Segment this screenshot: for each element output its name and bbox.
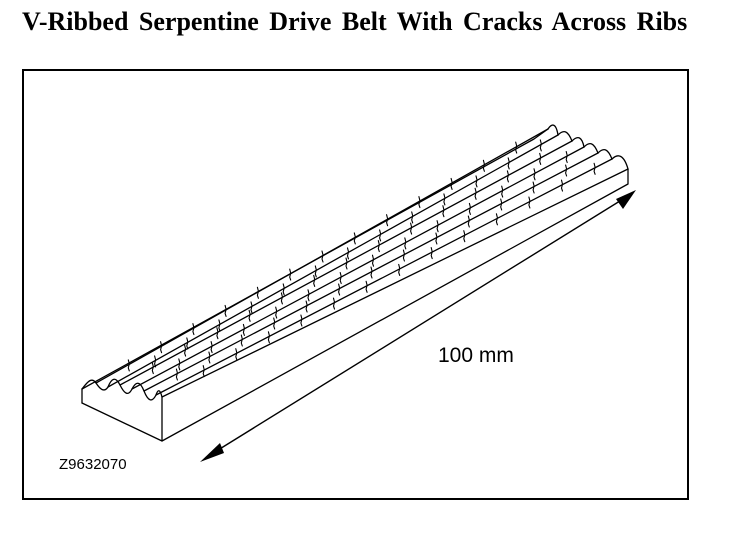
crack-mark (184, 344, 187, 357)
crack-mark (280, 292, 283, 305)
dimension-label: 100 mm (438, 344, 514, 367)
crack-mark (371, 254, 375, 267)
belt-illustration (81, 124, 636, 462)
crack-mark (539, 152, 542, 165)
dimension-arrowhead-left (200, 443, 224, 462)
crack-mark (450, 177, 453, 190)
crack-mark (313, 274, 316, 287)
crack-mark (175, 368, 178, 381)
crack-mark (208, 351, 211, 364)
crack-mark (305, 300, 308, 313)
crack-mark (436, 220, 439, 233)
crack-mark (338, 283, 341, 296)
crack-mark (507, 157, 510, 170)
crack-mark (379, 229, 382, 242)
crack-mark (532, 181, 535, 194)
crack-mark (404, 237, 407, 250)
figure-title: V-Ribbed Serpentine Drive Belt With Crac… (22, 7, 688, 36)
crack-mark (178, 358, 181, 371)
crack-mark (332, 297, 336, 310)
crack-mark (242, 323, 245, 336)
crack-mark (593, 162, 596, 175)
crack-mark (515, 141, 518, 154)
crack-mark (151, 362, 154, 375)
crack-mark (160, 341, 163, 354)
crack-mark (218, 319, 221, 332)
crack-mark (377, 240, 380, 253)
crack-mark (202, 365, 205, 378)
crack-mark (250, 301, 253, 314)
crack-mark (248, 309, 251, 322)
crack-mark (192, 323, 195, 336)
crack-mark (353, 232, 356, 245)
crack-mark (468, 202, 471, 215)
crack-mark (289, 268, 292, 281)
crack-mark (475, 175, 478, 188)
crack-mark (300, 314, 303, 327)
crack-mark (565, 164, 568, 177)
crack-mark (339, 271, 342, 285)
illustration-frame: 100 mm Z9632070 (22, 69, 689, 500)
crack-mark (235, 348, 238, 361)
crack-mark (402, 249, 405, 262)
crack-mark (500, 198, 503, 211)
crack-mark (539, 139, 542, 152)
crack-mark (256, 286, 259, 299)
crack-mark (275, 306, 278, 319)
crack-mark (240, 334, 243, 347)
dimension-arrowhead-right (616, 190, 636, 209)
crack-mark (474, 187, 477, 200)
crack-mark (365, 280, 368, 293)
crack-mark (533, 168, 536, 181)
crack-mark (186, 337, 189, 350)
crack-mark (127, 359, 130, 372)
crack-mark (418, 196, 421, 209)
belt-bottom-edge (81, 168, 629, 442)
crack-mark (430, 247, 433, 260)
crack-mark (443, 193, 446, 206)
crack-mark (463, 230, 466, 243)
crack-mark (482, 159, 485, 172)
crack-mark (321, 250, 324, 263)
crack-mark (528, 196, 531, 209)
crack-mark (560, 179, 564, 192)
crack-mark (495, 213, 498, 226)
crack-mark (565, 150, 568, 164)
crack-mark (307, 289, 310, 302)
crack-mark (467, 215, 470, 228)
crack-mark (216, 327, 219, 340)
crack-mark (273, 317, 276, 330)
crack-mark (398, 263, 401, 276)
crack-mark (267, 331, 270, 344)
crack-mark (224, 304, 227, 317)
crack-mark (506, 170, 509, 183)
crack-mark (314, 265, 317, 278)
crack-mark (410, 222, 413, 235)
crack-mark (442, 205, 445, 218)
dimension-line (209, 195, 629, 456)
crack-mark (411, 211, 414, 224)
crack-mark (370, 266, 373, 279)
crack-mark (210, 341, 213, 354)
crack-mark (386, 214, 389, 227)
crack-mark (345, 257, 348, 270)
crack-mark (501, 185, 504, 198)
crack-mark (154, 355, 157, 368)
crack-mark (435, 232, 438, 245)
crack-mark (282, 283, 285, 296)
crack-mark (346, 247, 350, 260)
figure-id: Z9632070 (59, 456, 127, 473)
